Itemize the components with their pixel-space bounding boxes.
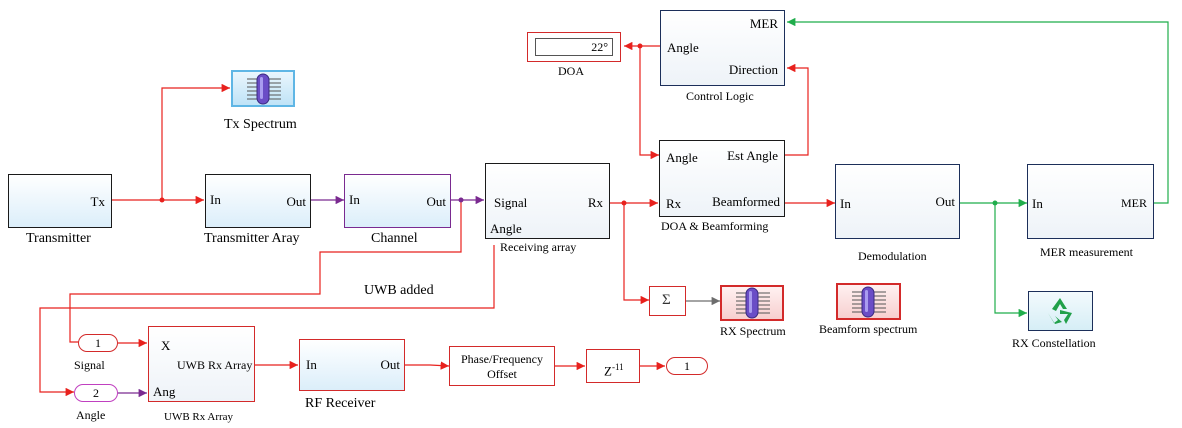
inport-angle[interactable]: 2 (74, 384, 118, 402)
delay-exponent: -11 (611, 362, 624, 372)
wire-tx-to-spectrum (161, 83, 230, 200)
transmitter-array-block[interactable]: In Out (205, 174, 311, 228)
doa-display-label: DOA (558, 64, 584, 78)
doa-bf-angle-port: Angle (666, 150, 698, 165)
control-logic-label: Control Logic (686, 89, 754, 103)
wire-estangle-to-direction (785, 63, 809, 156)
demod-in-port: In (840, 196, 851, 211)
inport-signal-number: 1 (95, 336, 101, 350)
uwb-ang-port: Ang (153, 384, 176, 399)
beamform-spectrum-block[interactable] (836, 283, 901, 320)
control-logic-mer-port: MER (749, 16, 778, 31)
receiving-array-label: Receiving array (500, 240, 577, 254)
wire-mer-feedback (787, 17, 1169, 204)
outport-1[interactable]: 1 (666, 357, 708, 375)
rf-receiver-block[interactable]: In Out (299, 339, 405, 391)
tx-spectrum-label: Tx Spectrum (224, 117, 297, 132)
offset-line2: Offset (487, 367, 517, 381)
demodulation-block[interactable]: In Out (835, 164, 960, 239)
mer-measurement-label: MER measurement (1040, 245, 1133, 259)
transmitter-label: Transmitter (26, 231, 91, 246)
tx-spectrum-block[interactable] (231, 70, 295, 107)
tx-array-out-port: Out (286, 194, 307, 209)
inport-angle-number: 2 (93, 386, 99, 400)
rx-spectrum-label: RX Spectrum (720, 324, 786, 338)
wire-angle-to-doa (639, 46, 659, 160)
doa-bf-rx-port: Rx (666, 196, 682, 211)
rf-out-port: Out (380, 357, 401, 372)
doa-bf-beamformed-port: Beamformed (712, 194, 780, 209)
uwb-added-annotation: UWB added (364, 283, 434, 298)
outport-1-number: 1 (684, 359, 690, 373)
sum-block[interactable]: Σ (649, 286, 686, 316)
transmitter-out-port: Tx (90, 194, 105, 209)
uwb-x-port: X (161, 338, 171, 353)
mer-in-port: In (1032, 196, 1043, 211)
transmitter-array-label: Transmitter Aray (204, 231, 300, 246)
control-logic-direction-port: Direction (728, 62, 778, 77)
rf-in-port: In (306, 357, 317, 372)
spectrum-scope-icon (736, 287, 770, 319)
receiving-array-block[interactable]: Signal Angle Rx (485, 163, 610, 239)
wire-uwb-signal (69, 200, 462, 347)
rx-constellation-label: RX Constellation (1012, 336, 1096, 350)
inport-signal[interactable]: 1 (78, 334, 118, 352)
recycle-icon (1048, 298, 1072, 324)
phase-frequency-offset-block[interactable]: Phase/Frequency Offset (449, 346, 555, 386)
doa-bf-estangle-port: Est Angle (727, 148, 778, 163)
spectrum-scope-icon (247, 73, 281, 105)
rx-constellation-block[interactable] (1028, 291, 1093, 331)
control-logic-angle-port: Angle (667, 40, 699, 55)
beamform-spectrum-label: Beamform spectrum (819, 322, 918, 336)
receiving-array-angle-port: Angle (490, 221, 522, 236)
receiving-array-signal-port: Signal (494, 195, 528, 210)
wire-uwb-angle (39, 245, 495, 397)
control-logic-block[interactable]: MER Angle Direction (660, 10, 785, 86)
delay-base: Z (604, 363, 612, 379)
mer-out-port: MER (1120, 196, 1147, 210)
uwb-rx-array-label: UWB Rx Array (164, 411, 234, 423)
receiving-array-rx-port: Rx (587, 195, 603, 210)
delay-block[interactable]: Z-11 (586, 349, 640, 383)
doa-beamforming-label: DOA & Beamforming (661, 219, 769, 233)
wire-rx-to-sum (623, 203, 649, 305)
rx-spectrum-block[interactable] (720, 285, 784, 321)
spectrum-scope-icon (852, 286, 886, 318)
uwb-rx-array-block[interactable]: X UWB Rx Array Ang (148, 326, 255, 402)
channel-label: Channel (371, 231, 418, 246)
doa-display-field: 22° (535, 38, 613, 56)
uwb-title: UWB Rx Array (177, 358, 253, 372)
transmitter-block[interactable]: Tx (8, 174, 112, 228)
delay-text: Z-11 (604, 361, 624, 377)
channel-out-port: Out (426, 194, 447, 209)
doa-beamforming-block[interactable]: Angle Rx Est Angle Beamformed (659, 140, 785, 217)
sum-symbol: Σ (662, 292, 671, 308)
mer-measurement-block[interactable]: In MER (1027, 164, 1154, 239)
rf-receiver-label: RF Receiver (305, 396, 376, 411)
doa-display-value: 22° (591, 40, 608, 54)
demod-out-port: Out (935, 194, 956, 209)
demodulation-label: Demodulation (858, 249, 927, 263)
offset-line1: Phase/Frequency (461, 352, 543, 366)
wire-demod-to-constellation (994, 203, 1027, 318)
tx-array-in-port: In (210, 192, 221, 207)
inport-signal-label: Signal (74, 358, 105, 372)
channel-block[interactable]: In Out (344, 174, 451, 228)
wire-rf-to-offset (405, 361, 450, 370)
inport-angle-label: Angle (76, 408, 106, 422)
doa-display-block[interactable]: 22° (527, 32, 621, 62)
channel-in-port: In (349, 192, 360, 207)
